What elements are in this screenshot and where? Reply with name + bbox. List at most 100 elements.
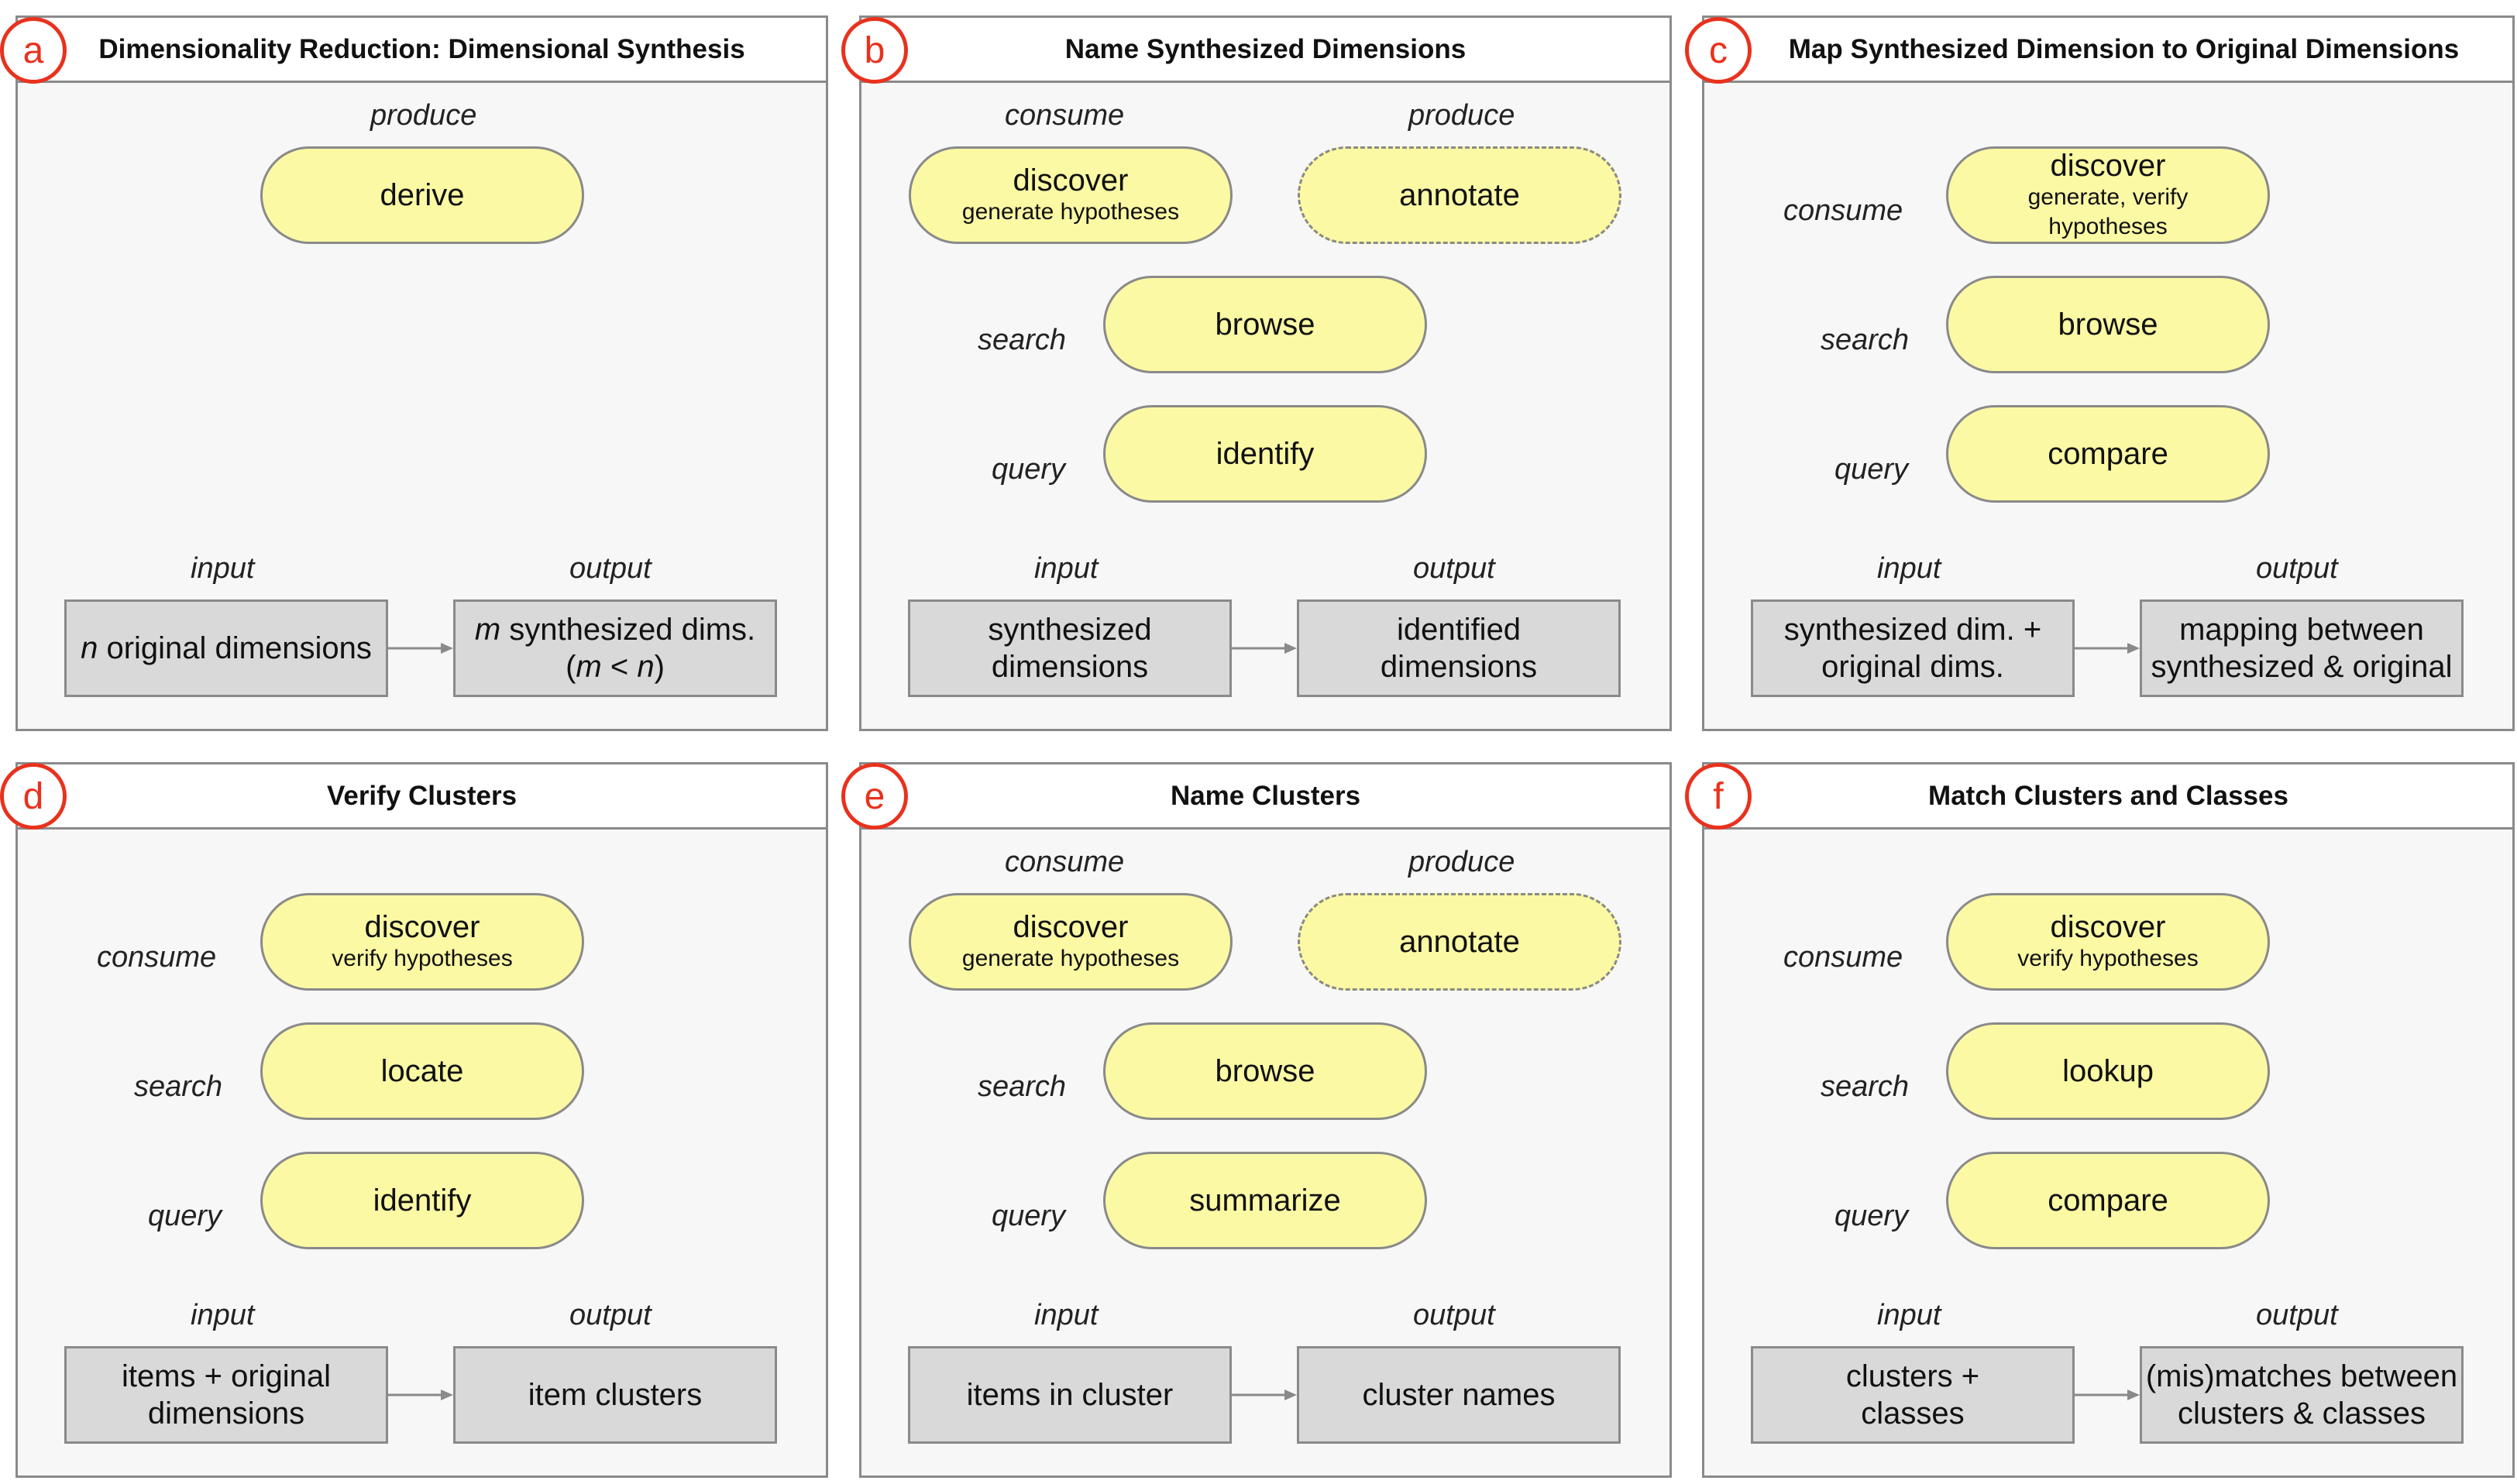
panel-e: Name Clusters consume produce discover g… [859, 762, 1672, 1478]
input-text: items in cluster [966, 1378, 1174, 1412]
output-box: mapping between synthesized & original [2140, 599, 2464, 697]
panel-badge-f: f [1685, 763, 1752, 830]
panel-title: Dimensionality Reduction: Dimensional Sy… [18, 18, 826, 83]
role-output-label: output [1413, 1299, 1495, 1331]
panel-b: Name Synthesized Dimensions consume prod… [859, 15, 1672, 731]
flow-arrow [1232, 643, 1297, 654]
output-text: item clusters [528, 1378, 703, 1412]
consume-task-discover: discover generate hypotheses [909, 146, 1233, 244]
flow-arrow [2075, 1390, 2140, 1400]
panel-badge-b: b [841, 17, 908, 84]
role-consume-label: consume [1005, 99, 1125, 132]
search-task-lookup: lookup [1946, 1022, 2270, 1120]
search-task-locate: locate [260, 1022, 584, 1120]
task-label: locate [380, 1054, 464, 1088]
output-box: m synthesized dims. (m < n) [453, 599, 777, 697]
task-label: browse [1215, 307, 1315, 342]
search-task-browse: browse [1103, 276, 1427, 373]
task-sublabel: generate hypotheses [961, 946, 1180, 971]
role-input-label: input [1034, 552, 1099, 585]
panel-badge-a: a [0, 17, 67, 84]
input-box: n original dimensions [64, 599, 388, 697]
panel-c: Map Synthesized Dimension to Original Di… [1702, 15, 2515, 731]
panel-title: Name Synthesized Dimensions [861, 18, 1669, 83]
role-output-label: output [1413, 552, 1495, 585]
role-search-label: search [978, 1070, 1067, 1103]
query-task-compare: compare [1946, 1152, 2270, 1249]
panel-badge-d: d [0, 763, 67, 830]
search-task-browse: browse [1946, 276, 2270, 373]
role-search-label: search [134, 1070, 223, 1103]
panel-f: Match Clusters and Classes consume disco… [1702, 762, 2515, 1478]
task-label: compare [2048, 1183, 2168, 1218]
var-n: n [637, 650, 655, 684]
panel-title: Verify Clusters [18, 764, 826, 830]
paren-close: ) [654, 650, 665, 684]
output-text: mapping between synthesized & original [2151, 613, 2453, 684]
panel-title: Map Synthesized Dimension to Original Di… [1704, 18, 2512, 83]
task-label: discover [1013, 910, 1129, 944]
task-label: compare [2048, 437, 2168, 471]
input-box: synthesized dimensions [908, 599, 1232, 697]
role-output-label: output [2256, 1299, 2338, 1331]
task-label: identify [1216, 437, 1315, 471]
query-task-compare: compare [1946, 405, 2270, 503]
role-query-label: query [148, 1200, 222, 1232]
produce-task-annotate: annotate [1298, 146, 1621, 244]
query-task-summarize: summarize [1103, 1152, 1427, 1249]
var-n: n [81, 631, 98, 665]
query-task-identify: identify [260, 1152, 584, 1249]
role-input-label: input [1877, 552, 1941, 585]
output-text-line1: synthesized dims. [500, 613, 756, 647]
input-box: items + original dimensions [64, 1346, 388, 1444]
task-label: summarize [1189, 1183, 1341, 1218]
input-box: items in cluster [908, 1346, 1232, 1444]
less-than: < [601, 650, 638, 684]
panel-badge-e: e [841, 763, 908, 830]
role-input-label: input [191, 552, 255, 585]
consume-task-discover: discover verify hypotheses [260, 893, 584, 991]
role-consume-label: consume [1783, 941, 1903, 974]
flow-arrow [388, 1390, 453, 1400]
role-input-label: input [1877, 1299, 1941, 1331]
output-box: (mis)matches between clusters & classes [2140, 1346, 2464, 1444]
role-output-label: output [569, 552, 652, 585]
role-search-label: search [1821, 1070, 1910, 1103]
panel-badge-c: c [1685, 17, 1752, 84]
query-task-identify: identify [1103, 405, 1427, 503]
panel-title: Name Clusters [861, 764, 1669, 830]
role-query-label: query [1834, 453, 1909, 486]
task-label: lookup [2062, 1054, 2154, 1088]
flow-arrow [2075, 643, 2140, 654]
input-text: synthesized dimensions [988, 613, 1152, 684]
role-query-label: query [1834, 1200, 1909, 1232]
role-search-label: search [978, 324, 1067, 356]
output-text: identified dimensions [1380, 613, 1538, 684]
panel-d: Verify Clusters consume discover verify … [15, 762, 828, 1478]
var-m: m [474, 613, 501, 647]
role-produce-label: produce [1408, 99, 1515, 132]
output-text: cluster names [1362, 1378, 1556, 1412]
role-query-label: query [992, 1200, 1066, 1232]
paren-open: ( [566, 650, 576, 684]
role-produce-label: produce [370, 99, 477, 132]
task-label: discover [2050, 910, 2166, 944]
task-label: discover [364, 910, 480, 944]
role-consume-label: consume [97, 941, 217, 974]
input-box: clusters + classes [1751, 1346, 2075, 1444]
task-label: identify [373, 1183, 472, 1218]
output-box: identified dimensions [1297, 599, 1621, 697]
panel-title: Match Clusters and Classes [1704, 764, 2512, 830]
task-sublabel: generate, verify hypotheses [2027, 184, 2189, 239]
consume-task-discover: discover verify hypotheses [1946, 893, 2270, 991]
role-input-label: input [1034, 1299, 1099, 1331]
role-output-label: output [2256, 552, 2338, 585]
task-label: annotate [1399, 178, 1520, 212]
panel-a: Dimensionality Reduction: Dimensional Sy… [15, 15, 828, 731]
task-label: browse [2058, 307, 2158, 342]
var-m: m [576, 650, 602, 684]
role-query-label: query [992, 453, 1066, 486]
task-label: discover [2050, 149, 2166, 183]
input-text: items + original dimensions [121, 1359, 332, 1431]
